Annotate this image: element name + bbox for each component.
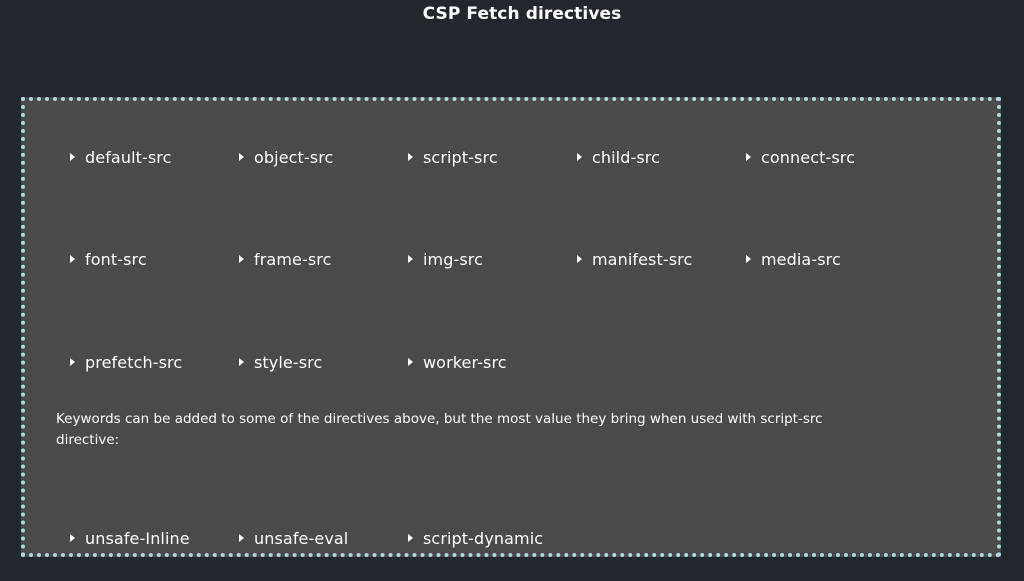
- keyword-row: unsafe-Inline unsafe-eval script-dynamic: [69, 526, 576, 550]
- caret-right-icon: [746, 153, 751, 161]
- directive-item-child-src[interactable]: child-src: [576, 148, 745, 167]
- keyword-item-script-dynamic[interactable]: script-dynamic: [407, 529, 576, 548]
- caret-right-icon: [408, 358, 413, 366]
- directive-label: default-src: [85, 147, 172, 167]
- directive-label: frame-src: [254, 249, 332, 269]
- caret-right-icon: [408, 153, 413, 161]
- directive-label: prefetch-src: [85, 352, 183, 372]
- directives-panel: default-src object-src script-src child-…: [21, 97, 1001, 557]
- keyword-item-unsafe-inline[interactable]: unsafe-Inline: [69, 529, 238, 548]
- directive-item-frame-src[interactable]: frame-src: [238, 250, 407, 269]
- directive-label: font-src: [85, 249, 147, 269]
- caret-right-icon: [70, 255, 75, 263]
- directive-item-img-src[interactable]: img-src: [407, 250, 576, 269]
- caret-right-icon: [70, 153, 75, 161]
- caret-right-icon: [239, 534, 244, 542]
- directive-item-script-src[interactable]: script-src: [407, 148, 576, 167]
- caret-right-icon: [746, 255, 751, 263]
- directive-label: connect-src: [761, 147, 856, 167]
- directive-label: worker-src: [423, 352, 507, 372]
- directive-item-media-src[interactable]: media-src: [745, 250, 914, 269]
- directive-item-manifest-src[interactable]: manifest-src: [576, 250, 745, 269]
- caret-right-icon: [70, 358, 75, 366]
- directive-item-worker-src[interactable]: worker-src: [407, 353, 576, 372]
- directive-row-2: font-src frame-src img-src manifest-src …: [69, 247, 914, 271]
- page-title: CSP Fetch directives: [422, 4, 622, 24]
- directive-label: style-src: [254, 352, 323, 372]
- keyword-item-unsafe-eval[interactable]: unsafe-eval: [238, 529, 407, 548]
- caret-right-icon: [408, 255, 413, 263]
- caret-right-icon: [239, 153, 244, 161]
- directive-label: object-src: [254, 147, 334, 167]
- directive-item-default-src[interactable]: default-src: [69, 148, 238, 167]
- caret-right-icon: [239, 255, 244, 263]
- directive-label: script-src: [423, 147, 498, 167]
- caret-right-icon: [70, 534, 75, 542]
- directive-item-style-src[interactable]: style-src: [238, 353, 407, 372]
- directive-label: child-src: [592, 147, 661, 167]
- directive-label: media-src: [761, 249, 841, 269]
- directive-row-1: default-src object-src script-src child-…: [69, 145, 914, 169]
- caret-right-icon: [408, 534, 413, 542]
- keyword-label: script-dynamic: [423, 528, 544, 548]
- directive-label: manifest-src: [592, 249, 693, 269]
- directive-item-prefetch-src[interactable]: prefetch-src: [69, 353, 238, 372]
- keywords-note: Keywords can be added to some of the dir…: [56, 411, 823, 448]
- caret-right-icon: [577, 153, 582, 161]
- keyword-label: unsafe-eval: [254, 528, 349, 548]
- directive-item-connect-src[interactable]: connect-src: [745, 148, 914, 167]
- directive-label: img-src: [423, 249, 484, 269]
- keyword-label: unsafe-Inline: [85, 528, 190, 548]
- directive-item-object-src[interactable]: object-src: [238, 148, 407, 167]
- directive-item-font-src[interactable]: font-src: [69, 250, 238, 269]
- directive-row-3: prefetch-src style-src worker-src: [69, 350, 576, 374]
- caret-right-icon: [239, 358, 244, 366]
- caret-right-icon: [577, 255, 582, 263]
